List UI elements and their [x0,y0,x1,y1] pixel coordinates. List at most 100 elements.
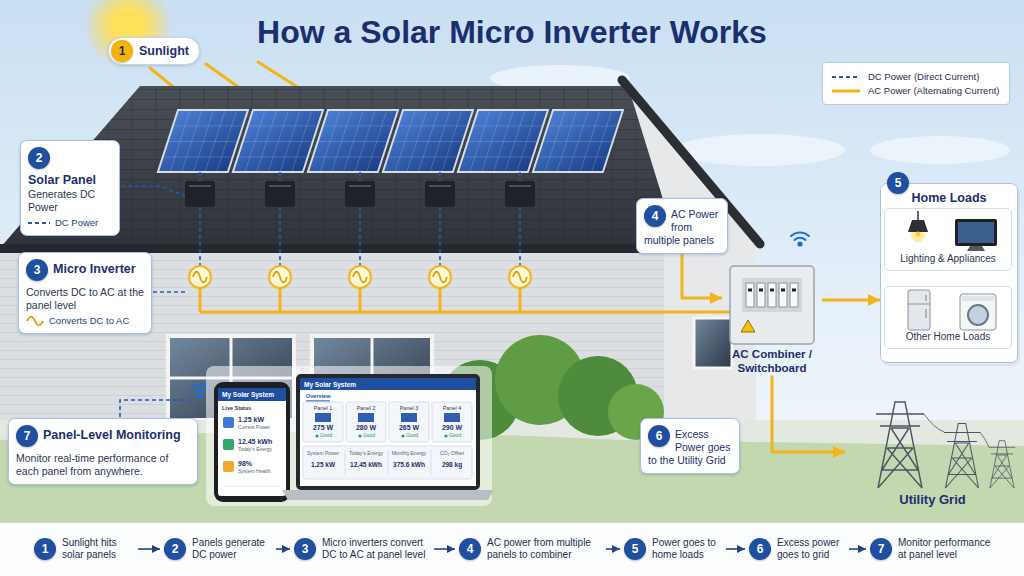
node-heading: Panel-Level Monitoring [16,428,190,443]
process-step: 4 AC power from multiple panels to combin… [455,537,606,561]
ac-symbols [349,266,371,288]
appliance-icons [908,295,930,318]
appliance-icons [908,290,930,330]
connector-arrow [772,376,845,452]
appliance-icons [908,220,928,232]
laptop [345,450,431,475]
text-holder: 6 [648,425,670,447]
text-holder: Generates DC Power [28,188,112,214]
laptop [444,434,447,437]
wifi-icon [791,232,809,236]
house-wall [628,86,756,420]
micro-inverters [505,181,535,207]
ac-wires [200,288,730,312]
callout-number: 3 [26,259,48,281]
screen-label: Panel 4 [443,405,462,411]
step-text: Panels generate DC power [192,537,272,561]
screen-label: CO₂ Offset [440,451,464,457]
node-text: Monitor real-time performance of each pa… [16,452,190,478]
solar-panels [533,110,623,172]
solar-panels [233,110,323,172]
laptop [306,400,330,401]
callout-number: 6 [749,538,771,560]
dc-line-sample [28,219,50,227]
laptop [315,413,331,422]
ac-symbols [509,266,531,288]
callout-number: 7 [16,425,38,447]
screen-label: Good [449,433,461,439]
text-holder: 1 [111,40,133,62]
text-holder: Panel-Level Monitoring [16,425,190,443]
text-holder: Panels generate DC power [192,537,272,561]
appliance-icons [916,232,921,237]
switchboard-box: AC Combiner / Switchboard [722,262,822,376]
text-holder: 4 [644,205,666,227]
ac-symbols [189,266,211,288]
screen-label: Good [363,433,375,439]
load-group-box: Other Home Loads [884,286,1012,349]
appliance-icons [960,294,996,330]
appliance-icons [962,296,994,301]
screen-label: 1.25 kW [311,461,335,468]
legend-line-sample [832,89,860,92]
legend-sample [831,73,861,81]
screen-label: Live Status [222,405,251,411]
transmission-towers [944,424,980,489]
screen-label: 275 W [313,424,333,432]
screen-label: 12.45 kWh [238,438,272,446]
screen-label: Good [320,433,332,439]
phone [223,461,234,472]
callout-number: 4 [459,538,481,560]
appliance-icons [958,222,994,243]
roof [0,86,678,248]
solar-panels [158,110,248,172]
ac-symbols [429,266,451,288]
laptop [315,434,318,437]
laptop [282,374,494,500]
switchboard [748,289,796,292]
dc-wires [120,400,192,417]
solar-panels [383,110,473,172]
screen-label: 298 kg [442,461,462,468]
process-step: 1Sunlight hits solar panels [30,537,138,561]
screen-label: 98% [238,460,252,468]
node-text: DC Power [55,217,98,228]
screen-label: Good [406,433,418,439]
legend-row: AC Power (Alternating Current) [831,85,1001,96]
node-text: Lighting & Appliances [889,253,1007,266]
transmission-towers [989,441,1015,488]
phone [224,486,280,487]
micro-inverters [185,181,535,207]
process-step: 2Panels generate DC power [160,537,276,561]
appliance-icons [968,305,988,325]
solar-panels [383,110,473,172]
transmission-towers [944,424,980,489]
laptop [303,402,343,442]
switchboard [746,283,754,307]
appliance-icons [908,211,997,330]
callout-number: 5 [887,172,909,194]
roof [0,86,678,248]
legend-row: DC Power (Direct Current) [831,71,1001,82]
node-text: AC Power from multiple panels [644,208,720,247]
phone [218,388,286,496]
text-holder: Home Loads [888,190,1010,206]
ac-symbols [353,272,367,283]
dc-line-sample [28,222,50,224]
sky [675,134,845,166]
laptop [389,402,429,442]
ac-symbols [349,266,371,288]
laptop [358,434,361,437]
text-holder: Lighting & Appliances [889,253,1007,266]
screen-label: System Power [307,451,339,457]
node-heading: Solar Panel [28,173,112,188]
text-holder: AC power from multiple panels to combine… [487,537,602,561]
device-backdrop [206,366,492,506]
callout-number: 1 [111,40,133,62]
text-holder: Sunlight hits solar panels [62,537,134,561]
screen-label: Panel 1 [314,405,333,411]
laptop [444,413,460,422]
home-loads-panel [880,183,1018,363]
phone [223,417,234,428]
phone [214,382,290,502]
